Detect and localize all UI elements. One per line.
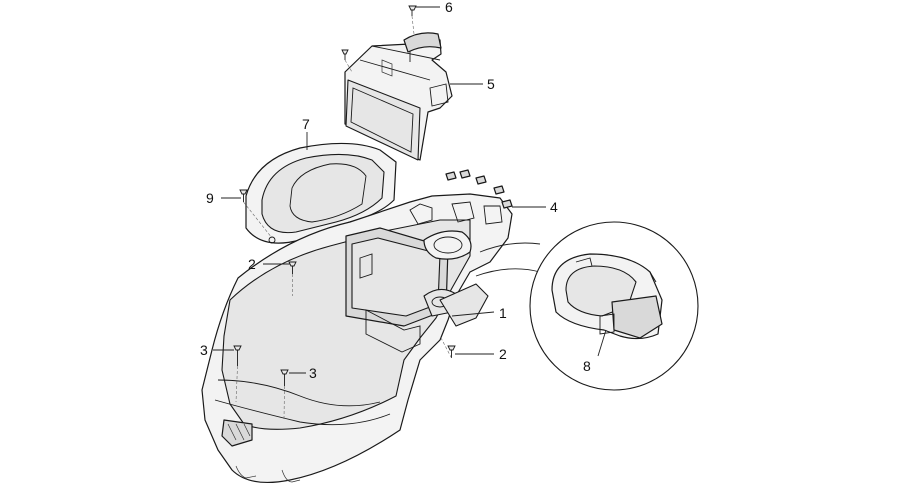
part-6-screw xyxy=(341,5,417,60)
part-number-1: 1 xyxy=(499,305,507,321)
callout-5: 5 xyxy=(450,76,495,92)
part-8-bracket xyxy=(551,253,663,340)
assembly-dashed-lines xyxy=(235,15,452,421)
callout-9: 9 xyxy=(206,190,241,206)
callout-7: 7 xyxy=(302,116,310,150)
callout-3-left: 3 xyxy=(200,342,234,358)
callout-8: 8 xyxy=(583,329,607,374)
part-2-screws xyxy=(288,261,456,358)
part-number-9: 9 xyxy=(206,190,214,206)
part-number-6: 6 xyxy=(445,0,453,15)
callout-6: 6 xyxy=(416,0,453,15)
callout-2-upper: 2 xyxy=(248,256,290,272)
part-number-3-right: 3 xyxy=(309,365,317,381)
callout-4: 4 xyxy=(512,199,558,215)
part-5-compartment-box xyxy=(344,32,453,161)
part-9-screw xyxy=(239,189,248,202)
part-number-7: 7 xyxy=(302,116,310,132)
callout-1: 1 xyxy=(451,305,507,321)
part-number-2-lower: 2 xyxy=(499,346,507,362)
part-7-lid-cover xyxy=(245,142,397,244)
part-1-underseat-compartment xyxy=(201,193,513,483)
callout-3-right: 3 xyxy=(289,365,317,381)
callout-2-lower: 2 xyxy=(455,346,507,362)
part-number-8: 8 xyxy=(583,358,591,374)
part-number-4: 4 xyxy=(550,199,558,215)
part-number-5: 5 xyxy=(487,76,495,92)
part-number-3-left: 3 xyxy=(200,342,208,358)
part-3-screws xyxy=(233,345,289,386)
part-4-clips xyxy=(445,169,513,209)
part-number-2-upper: 2 xyxy=(248,256,256,272)
